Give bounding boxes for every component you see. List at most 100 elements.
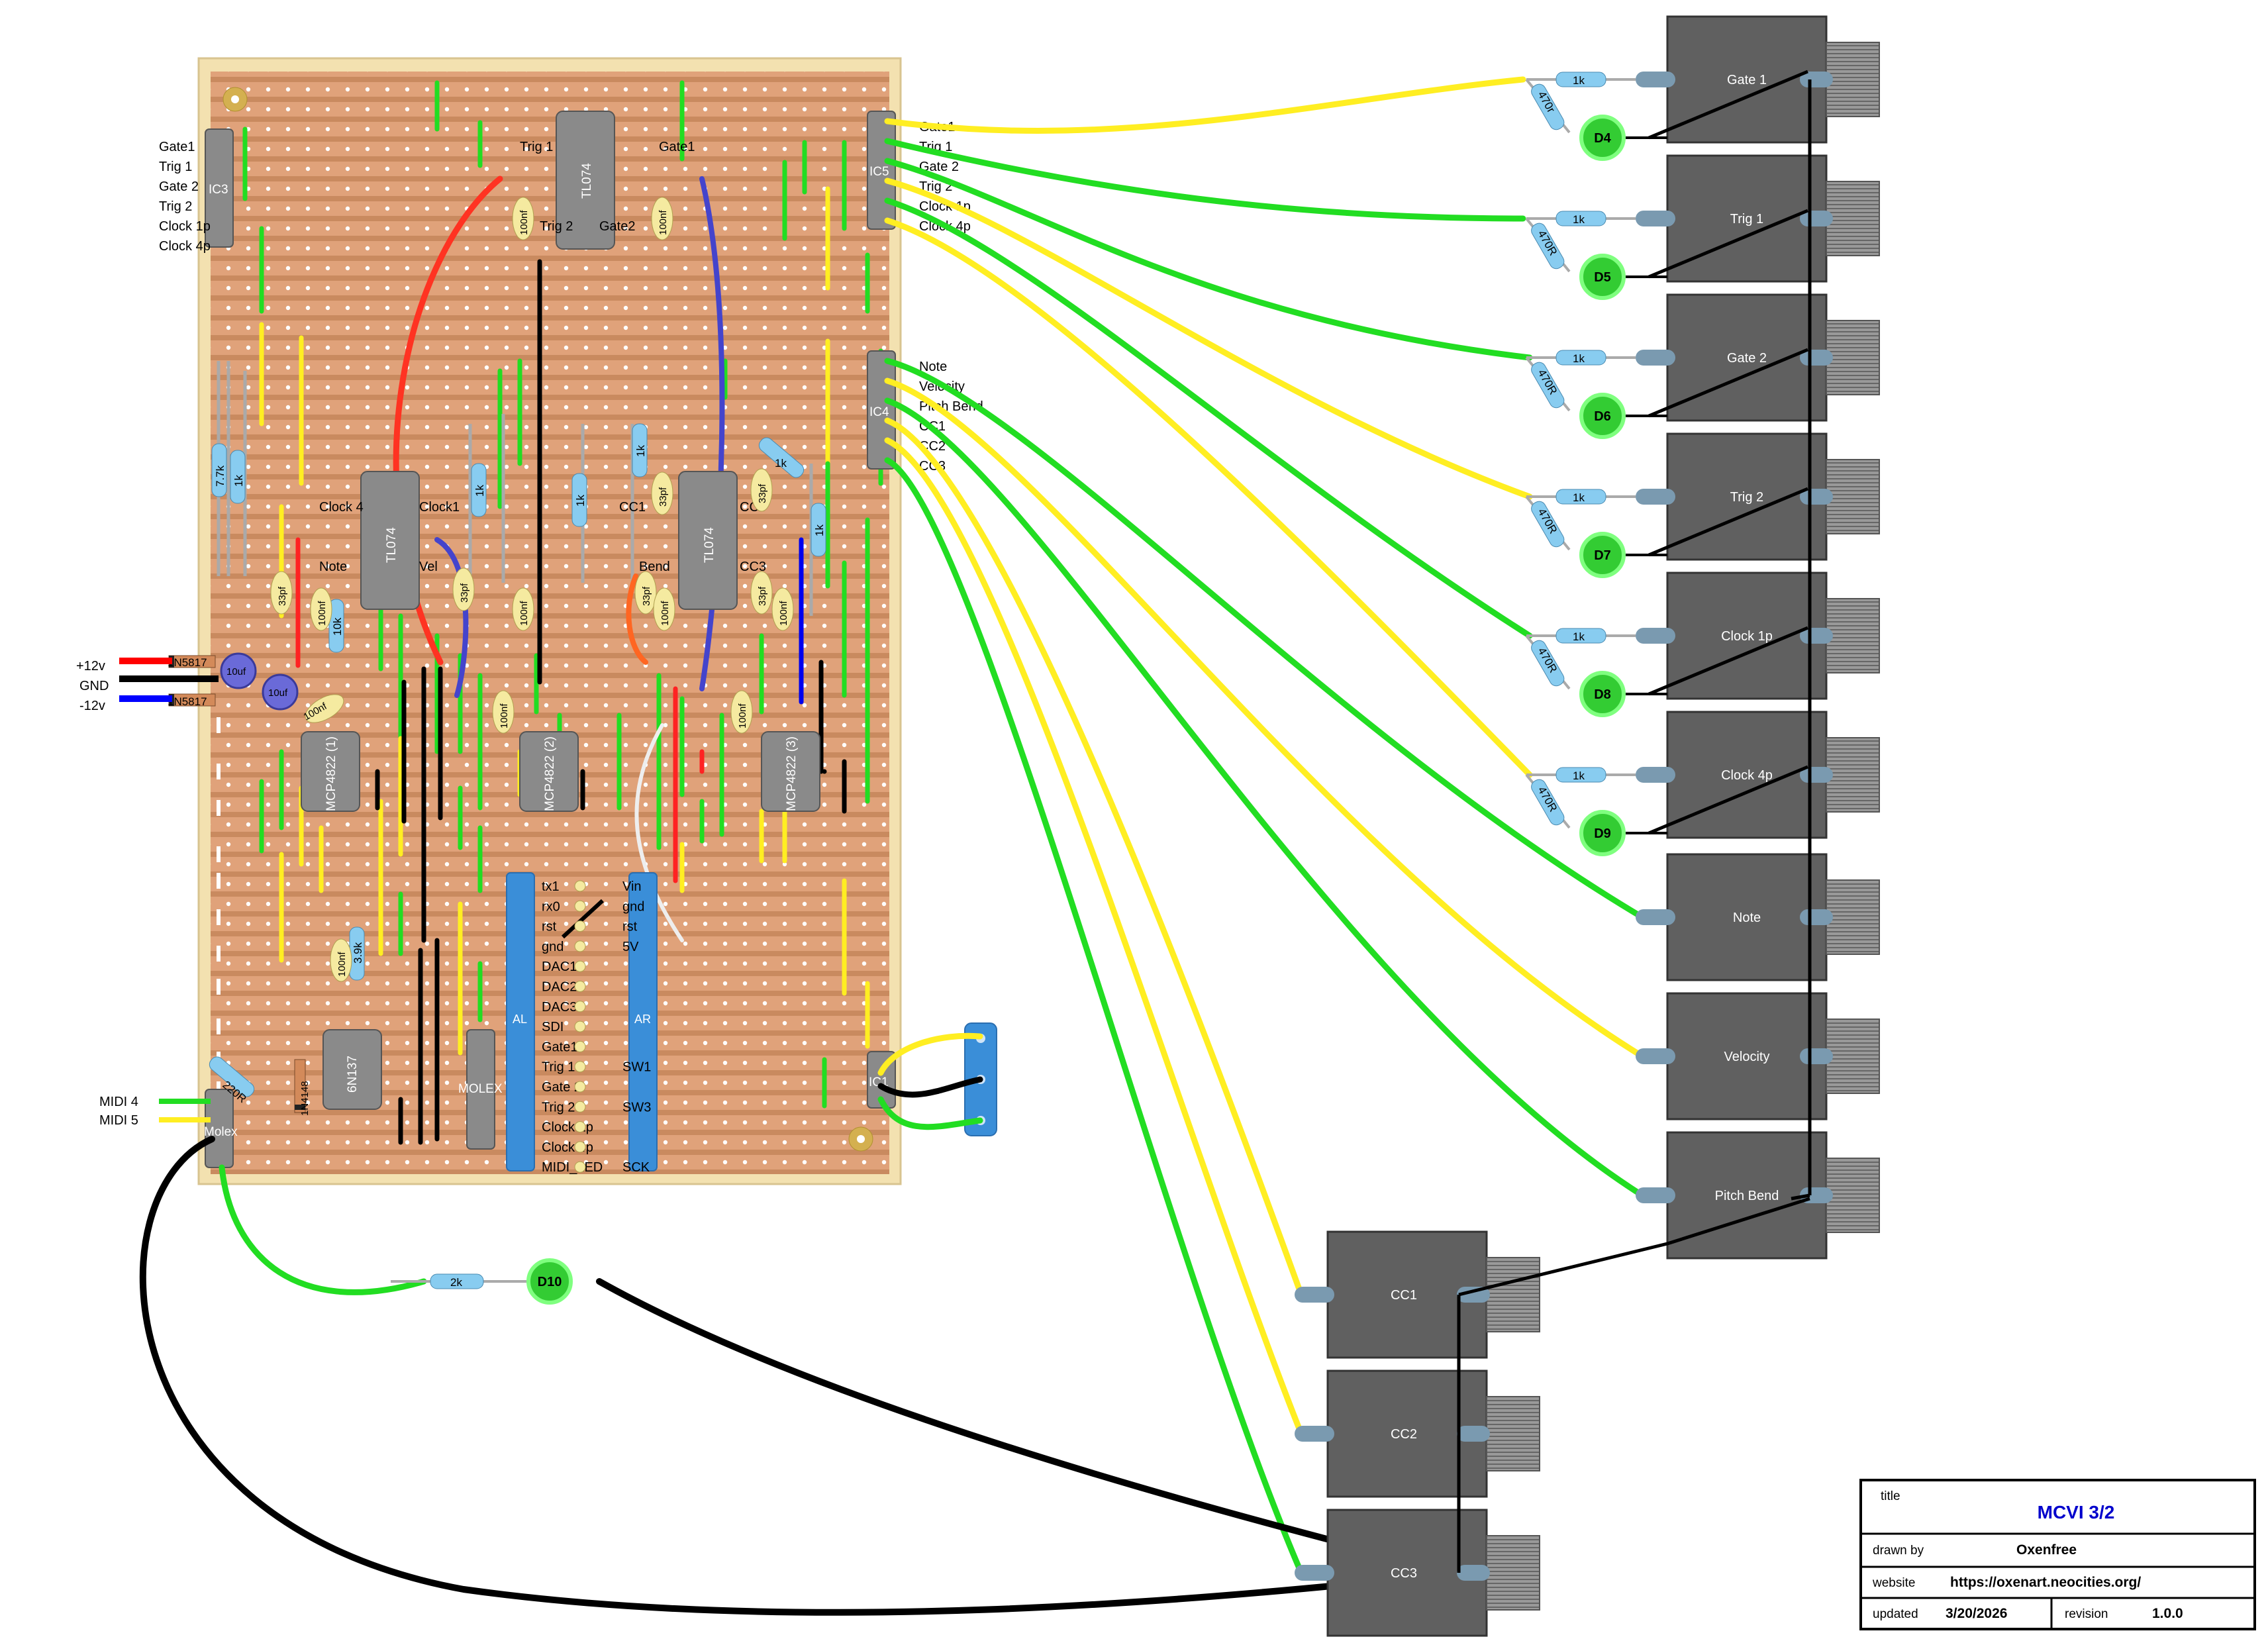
cap-33pf: 33pf (750, 468, 773, 512)
jack-label: Note (1733, 911, 1761, 925)
tl074-label: TL074 (580, 163, 594, 199)
strip-cut (217, 1019, 221, 1034)
arduino-pin-label: gnd (542, 940, 564, 954)
flying-lead (699, 176, 725, 691)
molex-header-mid: MOLEX (458, 1029, 503, 1150)
offboard-wire (884, 76, 1526, 134)
cap-33pf: 33pf (452, 568, 475, 611)
jack-lug (1636, 489, 1675, 505)
arduino-pin-label: SDI (542, 1020, 564, 1034)
arduino-pin-label: MIDI_LED (542, 1160, 603, 1175)
midi-led-chain: 2k D10 (391, 1258, 573, 1305)
strip-cut (217, 873, 221, 889)
jack-label: Gate 1 (1727, 73, 1767, 87)
offboard-wire (139, 1136, 1462, 1616)
jack-lug (1636, 350, 1675, 366)
ground-bus (1667, 1197, 1810, 1246)
cap-33pf: 33pf (651, 472, 673, 515)
jack-knurl (1826, 320, 1880, 395)
jack-label: CC3 (1391, 1566, 1417, 1581)
arduino-pin-dot (574, 1121, 586, 1133)
jack-tip (1457, 1565, 1490, 1581)
cap-33pf: 33pf (750, 571, 773, 615)
svg-text:100nf: 100nf (518, 601, 530, 626)
offboard-wire (884, 457, 1305, 1576)
strip-cut (217, 909, 221, 925)
resistor-1k-label: 1k (1573, 74, 1585, 87)
led-label: D8 (1594, 687, 1611, 702)
jack-label: Velocity (1724, 1050, 1770, 1064)
led-label: D7 (1594, 548, 1611, 563)
power-plus12-label: +12v (76, 659, 105, 673)
board-label: Trig 1 (520, 140, 553, 154)
arduino-al-label: AL (513, 1013, 527, 1026)
ic5-header: IC5 (867, 111, 896, 230)
svg-text:10uf: 10uf (268, 687, 288, 699)
resistor-1k (1555, 211, 1606, 226)
board-label: Trig 2 (540, 219, 573, 234)
jack-knurl (1486, 1257, 1540, 1332)
board-label: Bend (639, 560, 670, 574)
cap-100nf: 100nf (512, 587, 534, 631)
power-minus12-label: -12v (79, 699, 105, 713)
midi4-label: MIDI 4 (99, 1095, 138, 1109)
jack-knurl (1826, 737, 1880, 813)
jack-tip (1800, 909, 1833, 925)
svg-text:100nf: 100nf (336, 952, 348, 977)
ic5-pin-label: Gate 2 (919, 160, 959, 174)
resistor-1k-label: 1k (1573, 630, 1585, 643)
resistor-1k: 1k (632, 423, 648, 477)
power-input: +12v GND -12v (76, 658, 219, 713)
board-label: Gate1 (659, 140, 695, 154)
resistor-470r (1531, 501, 1565, 548)
offboard-wire (884, 437, 1305, 1437)
svg-text:1k: 1k (473, 485, 486, 497)
ground-wire (1648, 626, 1808, 696)
led (1579, 532, 1626, 578)
jack-lug (1636, 72, 1675, 87)
diode-1n5817: 1N5817 (168, 655, 216, 669)
arduino-pin-label: DAC1 (542, 960, 577, 974)
jack-label: CC1 (1391, 1288, 1417, 1303)
offboard-wire (884, 358, 1646, 920)
offboard-wire (596, 1278, 1462, 1576)
svg-text:10k: 10k (331, 617, 344, 636)
cap-100nf: 100nf (330, 938, 352, 982)
arduino-pin-label: SW3 (622, 1100, 651, 1115)
svg-text:3.9k: 3.9k (352, 942, 364, 964)
led (1579, 810, 1626, 856)
svg-text:1k: 1k (574, 495, 587, 507)
diode-1n4148: 1N4148 (294, 1059, 311, 1116)
resistor-1k (1555, 72, 1606, 87)
jack-lug (1636, 628, 1675, 644)
resistor-1k-label: 1k (1573, 213, 1585, 226)
ic5-pin-label: Trig 2 (919, 179, 952, 194)
resistor-470r (1531, 362, 1565, 409)
title-block: title MCVI 3/2 drawn by Oxenfree website… (1859, 1479, 2256, 1630)
jack-label: Clock 4p (1721, 768, 1773, 783)
board-label: Note (319, 560, 347, 574)
resistor-470r (1531, 640, 1565, 687)
jack-lug (1636, 1048, 1675, 1064)
resistor-1k (1555, 350, 1606, 366)
resistor-470r (1531, 779, 1565, 826)
arduino-pin-label: rst (542, 920, 557, 934)
svg-text:1k: 1k (232, 475, 245, 487)
jack-bottom-2: CC3 (1295, 1509, 1540, 1637)
jack-bottom-1: CC2 (1295, 1369, 1540, 1498)
mcp4822-3: MCP4822 (3) (761, 731, 820, 812)
arduino-pin-dot (574, 1161, 586, 1173)
resistor-1k-label: 1k (1573, 770, 1585, 782)
mcp4822-2: MCP4822 (2) (519, 731, 579, 812)
diode-1n5817: 1N5817 (168, 693, 216, 708)
strip-cut (217, 946, 221, 962)
ic3-pin-label: Gate 2 (159, 179, 199, 194)
jack-knurl (1826, 1019, 1880, 1094)
arduino-pin-dot (574, 880, 586, 892)
jack-label: Trig 1 (1730, 212, 1763, 226)
